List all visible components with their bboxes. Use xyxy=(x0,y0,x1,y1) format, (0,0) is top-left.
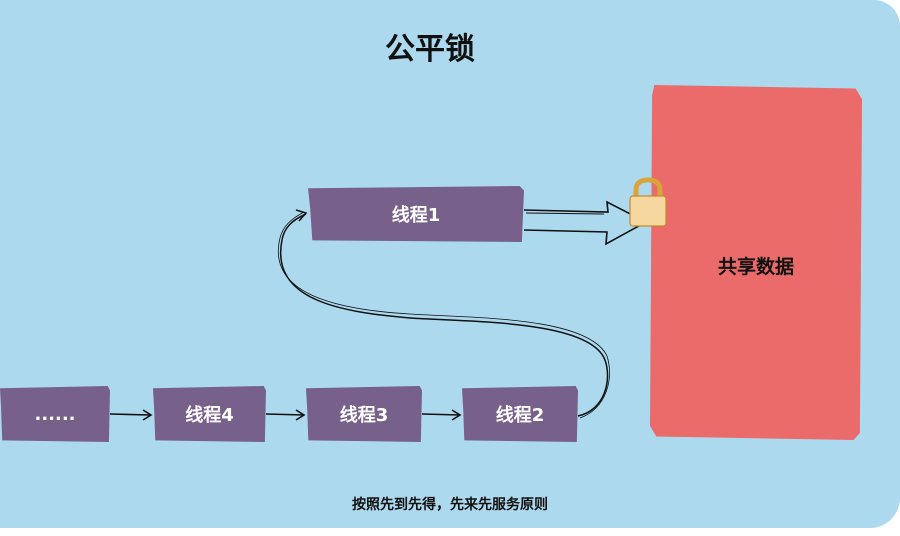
diagram-title: 公平锁 xyxy=(385,32,475,67)
thread-4-box: 线程4 xyxy=(153,386,266,442)
diagram-caption: 按照先到先得，先来先服务原则 xyxy=(352,497,548,513)
thread-3-box: 线程3 xyxy=(306,386,422,442)
lock-icon xyxy=(629,177,667,227)
thread-2-box: 线程2 xyxy=(462,386,578,442)
queue-arrow-icon xyxy=(109,409,462,421)
thread-1-box: 线程1 xyxy=(308,186,524,242)
shared-data-label: 共享数据 xyxy=(717,256,794,278)
shared-data-box xyxy=(650,85,862,440)
acquire-arrow-icon xyxy=(523,200,648,246)
thread-more-box: ...... xyxy=(0,386,110,442)
queue-loop-connector xyxy=(277,209,610,419)
